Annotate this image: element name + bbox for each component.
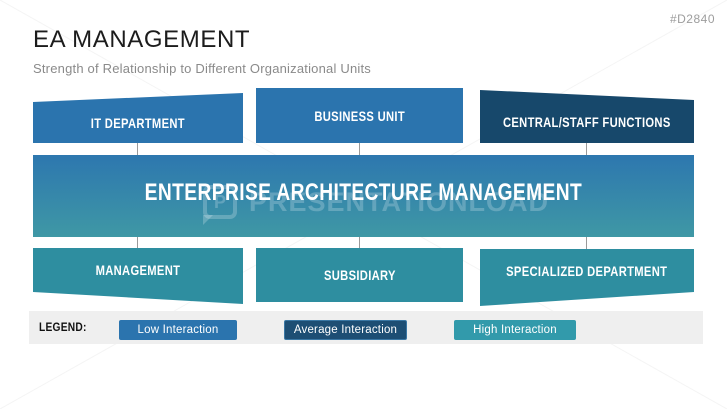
node-central-staff-functions: CENTRAL/STAFF FUNCTIONS [480,90,694,143]
legend-title: LEGEND: [39,320,87,334]
slide-header: EA MANAGEMENT Strength of Relationship t… [33,26,371,76]
legend-chip-average-interaction: Average Interaction [284,320,407,340]
node-label: CENTRAL/STAFF FUNCTIONS [503,113,671,130]
node-subsidiary: SUBSIDIARY [256,248,463,302]
connector-bottom-left [137,236,138,249]
connector-top-center [359,142,360,156]
legend-chip-low-interaction: Low Interaction [119,320,237,340]
node-label: IT DEPARTMENT [90,114,186,131]
page-subtitle: Strength of Relationship to Different Or… [33,61,371,76]
node-specialized-department: SPECIALIZED DEPARTMENT [480,249,694,306]
node-label: SPECIALIZED DEPARTMENT [506,262,668,279]
connector-bottom-right [586,236,587,249]
connector-bottom-center [359,236,360,249]
node-it-department: IT DEPARTMENT [33,93,243,143]
node-label: SUBSIDIARY [323,267,396,283]
node-label: ENTERPRISE ARCHITECTURE MANAGEMENT [144,179,583,206]
node-business-unit: BUSINESS UNIT [256,88,463,143]
legend: LEGEND: Low Interaction Average Interact… [29,311,703,344]
page-title: EA MANAGEMENT [33,26,251,53]
legend-chip-high-interaction: High Interaction [454,320,576,340]
node-enterprise-architecture-management: ENTERPRISE ARCHITECTURE MANAGEMENT [33,155,694,237]
node-label: BUSINESS UNIT [314,107,405,124]
node-label: MANAGEMENT [95,262,181,278]
connector-top-right [586,142,587,156]
slide-reference-code: #D2840 [669,12,715,26]
node-management: MANAGEMENT [33,248,243,304]
connector-top-left [137,142,138,156]
